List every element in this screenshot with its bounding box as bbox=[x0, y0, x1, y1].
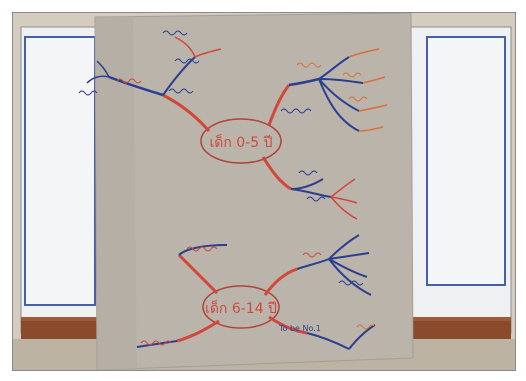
scribble bbox=[302, 252, 322, 258]
branch bbox=[328, 258, 368, 278]
branch bbox=[162, 93, 211, 132]
branch bbox=[318, 56, 350, 80]
scribble bbox=[306, 196, 326, 202]
board-panel-right bbox=[426, 36, 506, 286]
poster-shade bbox=[95, 16, 137, 370]
branch bbox=[318, 78, 360, 132]
branch bbox=[348, 48, 380, 58]
scribble bbox=[280, 108, 312, 114]
branch bbox=[318, 78, 360, 112]
board-panel-left bbox=[24, 36, 96, 306]
branch bbox=[261, 156, 292, 191]
branch bbox=[194, 48, 222, 58]
branch bbox=[362, 76, 386, 84]
bottom-center-oval bbox=[202, 285, 280, 329]
branch bbox=[108, 75, 164, 97]
top-center-label: เด็ก 0-5 ปี bbox=[209, 133, 272, 151]
branch bbox=[178, 244, 228, 256]
scribble bbox=[342, 72, 362, 78]
branch bbox=[330, 196, 358, 204]
scribble bbox=[296, 62, 322, 68]
branch bbox=[358, 126, 384, 132]
branch bbox=[358, 104, 388, 112]
scribble bbox=[348, 96, 368, 102]
scribble bbox=[168, 88, 194, 94]
scribble bbox=[298, 170, 318, 176]
branch bbox=[306, 332, 350, 350]
scribble bbox=[174, 58, 200, 64]
scribble bbox=[116, 78, 142, 84]
bottom-center-label: เด็ก 6-14 ปี bbox=[205, 299, 277, 317]
scribble bbox=[338, 280, 364, 286]
scribble bbox=[140, 340, 172, 346]
branch bbox=[296, 258, 330, 270]
branch bbox=[328, 258, 372, 296]
top-center-oval bbox=[200, 118, 282, 164]
branch bbox=[136, 340, 178, 348]
branch bbox=[176, 319, 220, 343]
branch bbox=[96, 60, 110, 78]
scribble bbox=[356, 324, 376, 330]
branch bbox=[318, 78, 364, 84]
mind-map-photo: เด็ก 0-5 ปี เด็ก 6-14 ปี bbox=[13, 13, 515, 370]
branch bbox=[268, 315, 308, 335]
scribble bbox=[78, 90, 98, 96]
branch bbox=[267, 84, 291, 126]
branch bbox=[290, 188, 332, 198]
branch bbox=[328, 234, 360, 260]
scribble bbox=[186, 246, 218, 252]
branch bbox=[288, 77, 320, 87]
branch bbox=[177, 253, 219, 295]
branch bbox=[330, 196, 358, 220]
photo-frame: เด็ก 0-5 ปี เด็ก 6-14 ปี bbox=[12, 12, 516, 371]
branch bbox=[328, 252, 370, 260]
branch bbox=[348, 324, 376, 350]
branch bbox=[86, 75, 110, 84]
branch bbox=[330, 178, 356, 198]
bottom-right-label: To be No.1 bbox=[278, 324, 321, 333]
branch bbox=[263, 267, 298, 296]
scribble bbox=[162, 30, 188, 36]
branch bbox=[174, 36, 196, 58]
